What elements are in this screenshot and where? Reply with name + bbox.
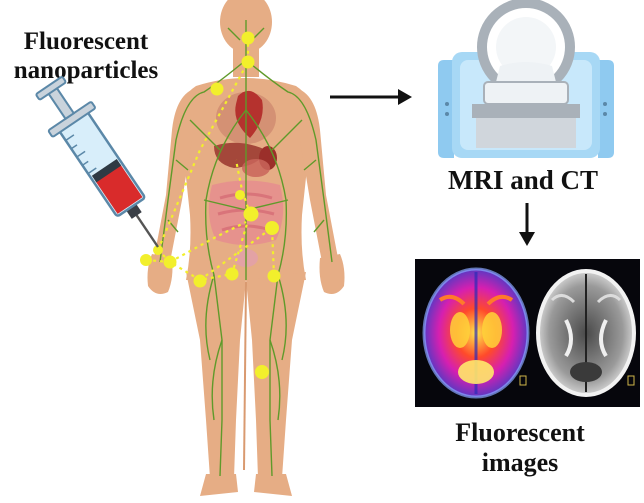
fluorescent-images-label-line1: Fluorescent <box>455 418 585 447</box>
body-shading <box>243 281 247 471</box>
fluorescent-images-label: Fluorescent images <box>430 418 610 478</box>
mri-ct-scanner-icon <box>438 0 614 158</box>
fluorescent-images-label-line2: images <box>481 447 559 477</box>
nanoparticles-label-line1: Fluorescent <box>23 28 149 55</box>
arrow-to-images <box>519 203 535 246</box>
human-body <box>140 0 345 496</box>
nanoparticles-label: Fluorescent nanoparticles <box>0 28 172 86</box>
stomach <box>242 159 270 177</box>
brain-scan-icon <box>415 259 640 407</box>
pet-brain-scan <box>422 267 530 399</box>
ct-brain-scan <box>536 269 636 397</box>
nanoparticles <box>140 31 281 379</box>
syringe-icon <box>35 76 159 248</box>
imaging-label: MRI and CT <box>447 165 599 195</box>
nanoparticles-label-line2: nanoparticles <box>13 56 159 84</box>
arrow-to-scanner <box>330 89 412 105</box>
